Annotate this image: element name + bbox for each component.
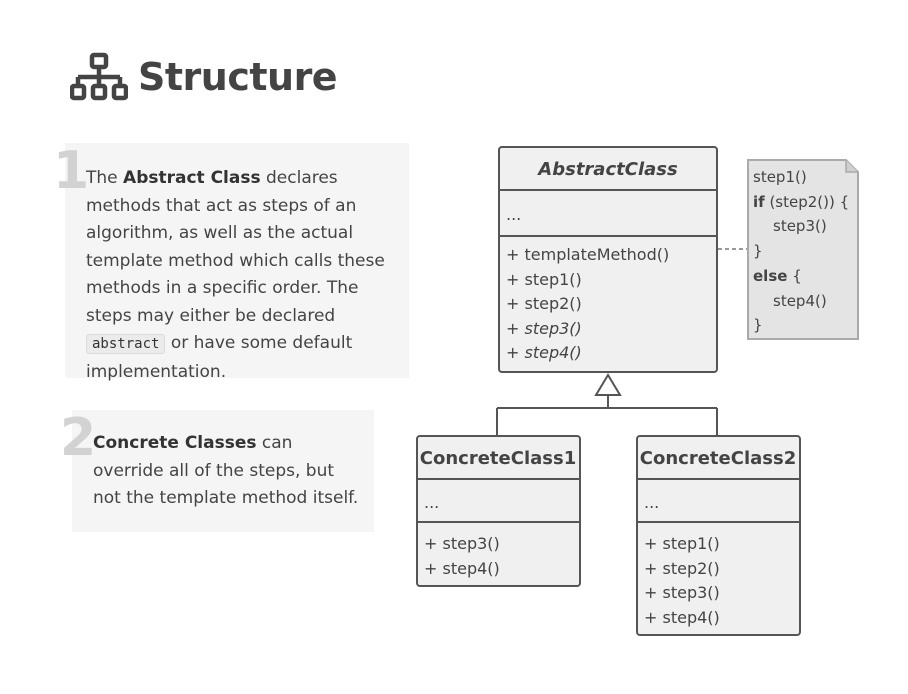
inheritance-arrowhead (594, 373, 622, 396)
class-method: + step4() (424, 559, 500, 578)
class-method-abstract: + step3() (506, 319, 582, 338)
note-text: The Abstract Class declares methods that… (86, 165, 404, 386)
class-fields: ... (506, 205, 521, 224)
code-line: } (753, 316, 763, 334)
page-heading: Structure (70, 52, 338, 102)
class-name: ConcreteClass2 (640, 448, 796, 469)
code-line: else { (753, 267, 802, 285)
class-method: + step3() (424, 534, 500, 553)
class-method: + step3() (644, 583, 720, 602)
note-term-abstract-class: Abstract Class (123, 168, 261, 188)
abstract-class-box: AbstractClass ... + templateMethod() + s… (498, 146, 718, 373)
note-text-segment: The (86, 168, 124, 188)
note-text: Concrete Classes can override all of the… (93, 430, 363, 513)
template-method-code-note: step1() if (step2()) { step3() } else { … (747, 159, 859, 340)
structure-hierarchy-icon (70, 52, 128, 101)
code-line: if (step2()) { (753, 193, 849, 211)
class-method: + step1() (506, 270, 582, 289)
note-text-segment: or have some default implementation. (86, 333, 353, 382)
code-line: } (753, 242, 763, 260)
code-keyword-abstract: abstract (86, 334, 166, 354)
note-text-segment: can override all of the steps, but not t… (93, 433, 359, 508)
class-fields: ... (644, 493, 659, 512)
note-1: 1 The Abstract Class declares methods th… (53, 143, 409, 382)
class-method-abstract: + step4() (506, 343, 582, 362)
note-number: 1 (53, 141, 90, 201)
code-line: step4() (773, 292, 827, 310)
class-name: ConcreteClass1 (420, 448, 576, 469)
code-line: step1() (753, 168, 807, 186)
note-2: 2 Concrete Classes can override all of t… (60, 410, 374, 532)
concrete-class-2-box: ConcreteClass2 ... + step1() + step2() +… (636, 435, 801, 636)
class-method: + step2() (644, 559, 720, 578)
code-line: step3() (773, 217, 827, 235)
note-text-segment: declares methods that act as steps of an… (86, 168, 385, 326)
class-method: + step2() (506, 294, 582, 313)
class-fields: ... (424, 493, 439, 512)
class-name: AbstractClass (536, 159, 678, 180)
class-method: + step4() (644, 608, 720, 627)
note-term-concrete-classes: Concrete Classes (93, 433, 257, 453)
concrete-class-1-box: ConcreteClass1 ... + step3() + step4() (416, 435, 581, 587)
note-number: 2 (60, 408, 97, 468)
class-method: + step1() (644, 534, 720, 553)
page-title: Structure (138, 55, 338, 99)
class-method: + templateMethod() (506, 245, 669, 264)
